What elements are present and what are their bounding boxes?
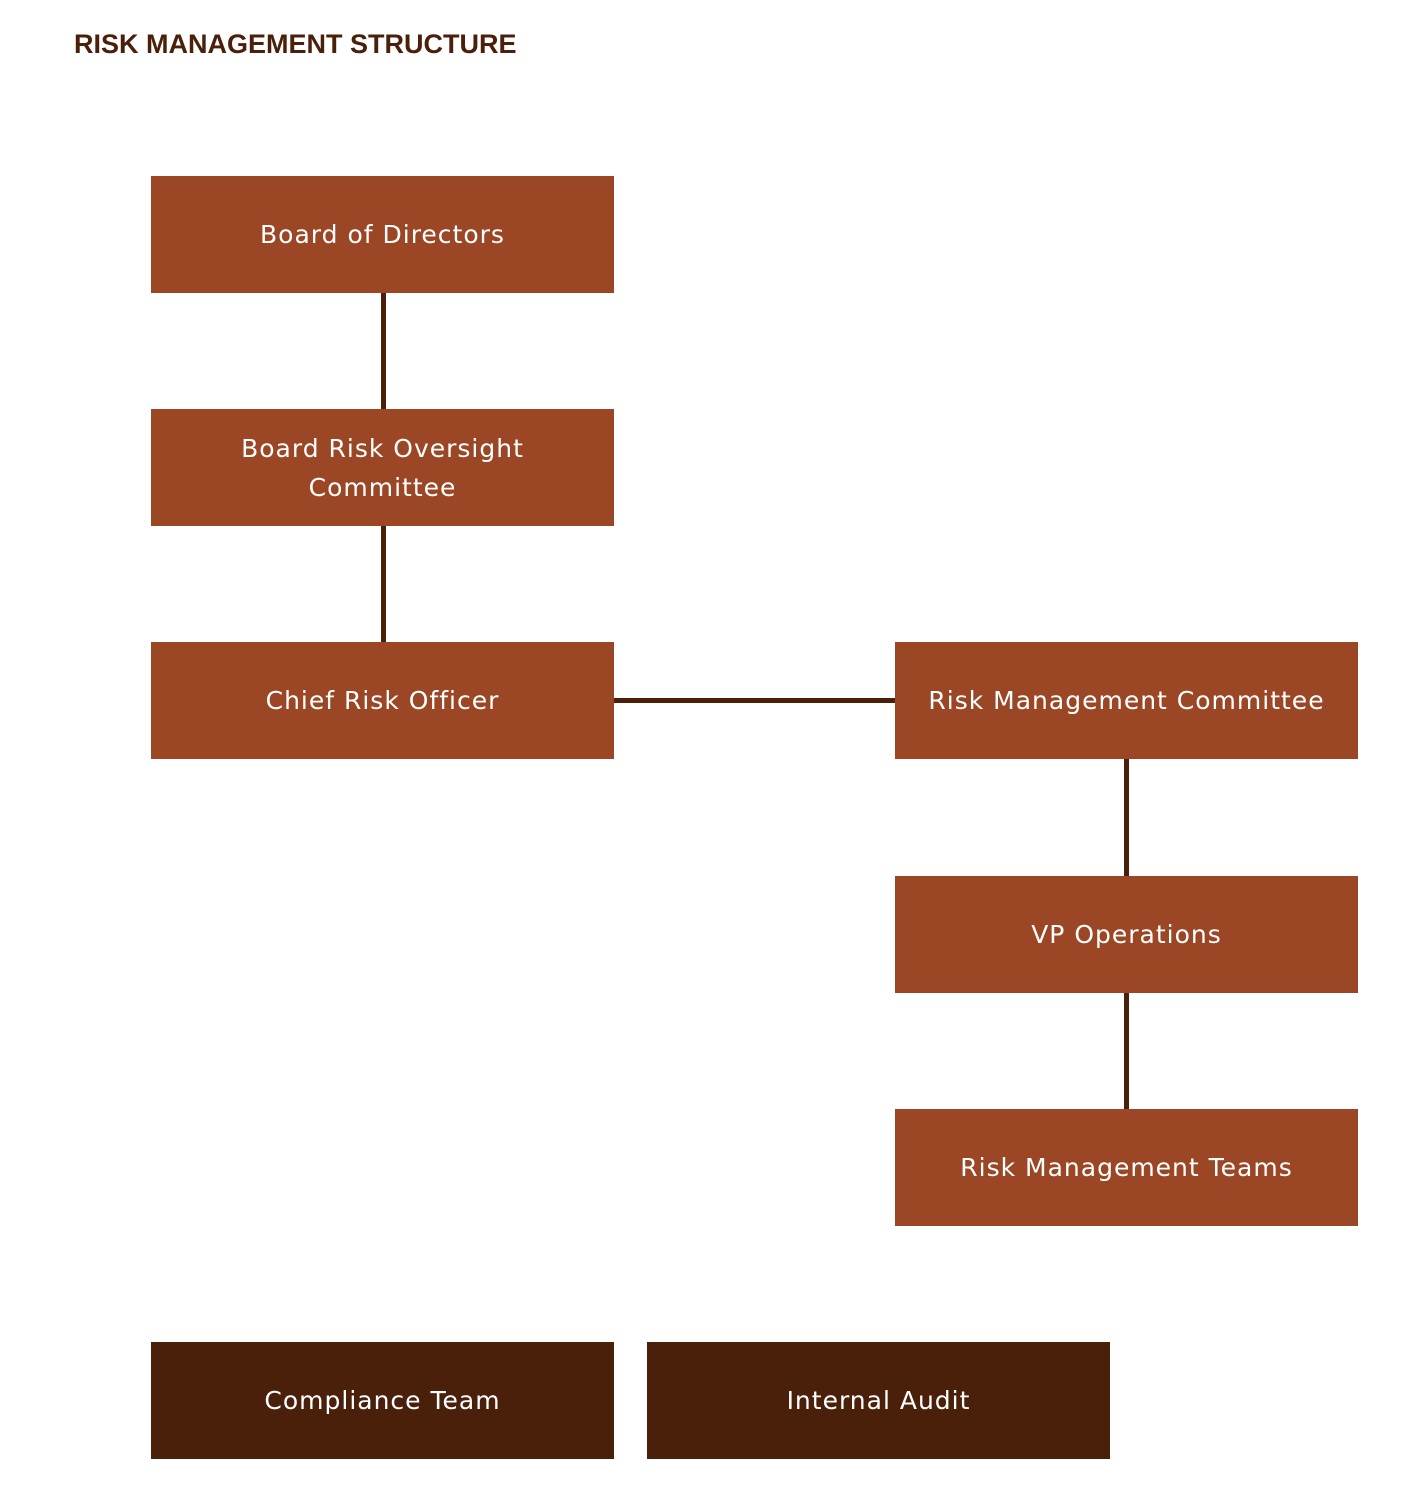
node-label: Chief Risk Officer [265,686,500,715]
node-label: Compliance Team [264,1386,501,1415]
node-label: Board of Directors [260,220,505,249]
node-board-risk-oversight-committee: Board Risk Oversight Committee [151,409,614,526]
node-compliance-team: Compliance Team [151,1342,614,1459]
node-label-line1: Board Risk Oversight [241,433,524,463]
node-chief-risk-officer: Chief Risk Officer [151,642,614,759]
node-label: Risk Management Teams [960,1153,1293,1182]
connector-rmc-to-vp [1124,759,1129,877]
node-vp-operations: VP Operations [895,876,1358,993]
connector-board-to-oversight [381,293,386,410]
page-title: RISK MANAGEMENT STRUCTURE [74,29,517,59]
node-label: Internal Audit [786,1386,971,1415]
node-label: Risk Management Committee [928,686,1325,715]
connector-oversight-to-cro [381,526,386,643]
node-label: Board Risk Oversight Committee [241,429,524,507]
node-risk-management-committee: Risk Management Committee [895,642,1358,759]
connector-cro-to-rmc [614,698,895,703]
node-board-of-directors: Board of Directors [151,176,614,293]
node-label-line2: Committee [308,472,457,502]
connector-vp-to-teams [1124,992,1129,1110]
node-label: VP Operations [1031,920,1222,949]
node-risk-management-teams: Risk Management Teams [895,1109,1358,1226]
node-internal-audit: Internal Audit [647,1342,1110,1459]
